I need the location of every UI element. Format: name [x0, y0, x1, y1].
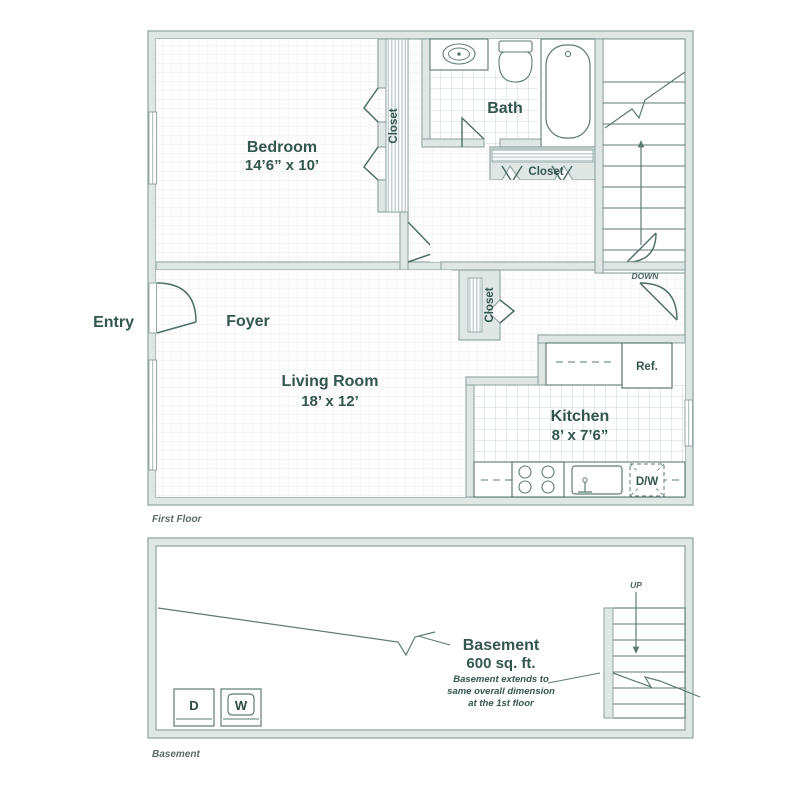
room-label-living: Living Room — [282, 373, 379, 390]
fixture-toilet — [498, 40, 533, 83]
room-dimensions-kitchen: 8’ x 7’6” — [552, 427, 609, 444]
closet-label-foyer: Closet — [484, 287, 496, 322]
appliance-dishwasher: D/W — [629, 463, 665, 497]
appliance-label-dryer: D — [189, 698, 198, 713]
room-foyer: Foyer — [156, 270, 451, 370]
appliance-dryer: D — [173, 688, 215, 727]
closet-hall: Closet — [489, 146, 596, 184]
window-bedroom-west — [148, 111, 157, 185]
room-bath: Bath — [421, 38, 596, 148]
room-dimensions-bedroom: 14’6” x 10’ — [245, 157, 319, 174]
counter-upper — [545, 342, 623, 386]
stair-label-down: DOWN — [632, 271, 660, 281]
basement-note-leader — [547, 672, 601, 684]
basement-note-line-2: same overall dimension — [447, 686, 555, 697]
floor-caption-basement: Basement — [152, 749, 200, 760]
staircase-first-floor: DOWN — [594, 38, 686, 281]
fixture-bathtub — [540, 38, 596, 148]
closet-foyer: Closet — [458, 269, 516, 341]
room-label-foyer: Foyer — [226, 313, 270, 330]
appliance-washer: W — [220, 688, 262, 727]
closet-bedroom: Closet — [363, 38, 409, 213]
door-stair-lobby — [639, 282, 678, 321]
basement-plan: Basement 600 sq. ft. Basement extends to… — [147, 537, 701, 760]
floor-caption-first: First Floor — [152, 514, 203, 525]
stair-label-up: UP — [630, 580, 642, 590]
room-kitchen: Kitchen 8’ x 7’6” Ref. — [465, 334, 693, 498]
room-living: Living Room 18’ x 12’ — [156, 370, 466, 497]
hallway — [430, 180, 596, 271]
room-dimensions-living: 18’ x 12’ — [301, 393, 359, 410]
room-label-kitchen: Kitchen — [551, 408, 610, 425]
room-bedroom: Bedroom 14’6” x 10’ — [156, 39, 408, 269]
window-living-west — [148, 359, 157, 471]
appliance-refrigerator: Ref. — [621, 342, 673, 389]
fixture-kitchen-sink — [571, 465, 623, 495]
staircase-basement: UP — [603, 580, 701, 719]
room-label-bedroom: Bedroom — [247, 139, 317, 156]
basement-break-line — [157, 607, 436, 657]
basement-label-leader — [417, 635, 451, 646]
appliance-label-washer: W — [235, 698, 248, 713]
entry-door[interactable]: Entry — [93, 282, 197, 334]
appliance-label-refrigerator: Ref. — [636, 361, 658, 373]
closet-label-bedroom: Closet — [388, 108, 400, 143]
appliance-range — [511, 461, 565, 498]
closet-label-hall: Closet — [528, 166, 563, 178]
room-label-basement: Basement — [463, 637, 540, 654]
basement-note-line-1: Basement extends to — [453, 674, 549, 685]
appliance-label-dishwasher: D/W — [636, 476, 659, 488]
window-kitchen-east — [684, 399, 693, 447]
room-dimensions-basement: 600 sq. ft. — [466, 655, 535, 672]
basement-note-line-3: at the 1st floor — [468, 698, 535, 709]
stair-treads-basement — [613, 623, 685, 705]
first-floor-plan: Bedroom 14’6” x 10’ Closet — [93, 30, 694, 525]
entry-label: Entry — [93, 314, 134, 331]
fixture-bath-sink — [429, 38, 489, 71]
room-label-bath: Bath — [487, 100, 523, 117]
